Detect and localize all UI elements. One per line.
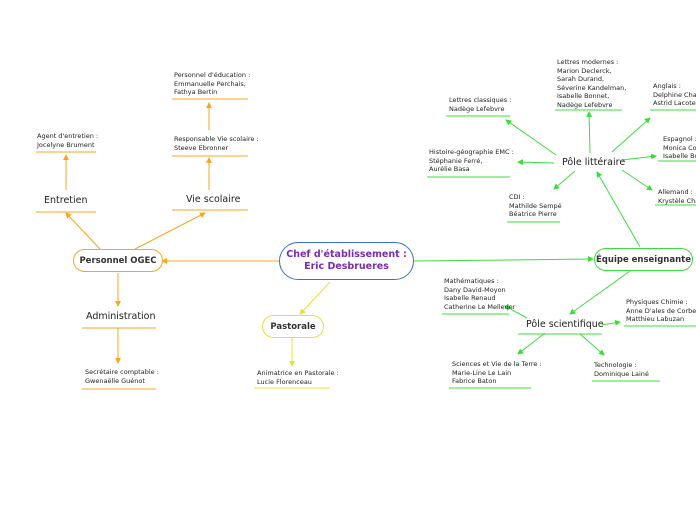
link-lit-histoire [517, 159, 555, 166]
text-line: Personnel d'éducation : [174, 71, 251, 79]
node-lettres-modernes[interactable]: Lettres modernes : Marion Declerck, Sara… [557, 58, 626, 110]
text-line: Animatrice en Pastorale : [257, 369, 339, 377]
text-line: Lettres modernes : [557, 58, 619, 66]
text-line: Nadège Lefebvre [557, 100, 613, 109]
link-lit-modernes [586, 111, 593, 154]
text-line: Isabelle Bo [663, 152, 696, 161]
node-secretaire[interactable]: Secrétaire comptable : Gwenaëlle Guénot [85, 368, 159, 385]
text-line: Stéphanie Ferré, [429, 156, 483, 165]
node-equipe-label: Équipe enseignante [596, 254, 691, 265]
text-line: CDI : [509, 193, 525, 201]
node-histoire-geographie[interactable]: Histoire-géographie EMC : Stéphanie Ferr… [429, 148, 514, 174]
text-line: Dany David-Moyon [444, 285, 506, 294]
link-lit-classiques [505, 119, 557, 156]
node-personnel-education[interactable]: Personnel d'éducation : Emmanuelle Perch… [174, 71, 250, 97]
text-line: Catherine Le Melleder [444, 302, 516, 311]
text-line: Secrétaire comptable : [85, 368, 159, 376]
text-line: Technologie : [594, 361, 637, 369]
link-sci-physique [601, 319, 621, 326]
node-lettres-classiques[interactable]: Lettres classiques : Nadège Lefebvre [449, 96, 511, 113]
text-line: Aurélie Basa [429, 165, 470, 174]
node-svt[interactable]: Sciences et Vie de la Terre : Marie-Line… [452, 360, 542, 386]
text-line: Béatrice Pierre [509, 210, 557, 219]
text-line: Anne D'ales de Corbet [626, 306, 696, 315]
node-pole-litteraire[interactable]: Pôle littéraire [562, 157, 626, 168]
link-equipe-scientifique [569, 270, 631, 315]
text-line: Allemand : [658, 188, 693, 196]
node-vie-scolaire[interactable]: Vie scolaire [186, 194, 241, 205]
text-line: Sciences et Vie de la Terre : [452, 360, 542, 368]
link-equipe-litteraire [596, 171, 641, 248]
node-technologie[interactable]: Technologie : Dominique Lainé [594, 361, 649, 378]
text-line: Astrid Lacote [653, 99, 696, 108]
text-line: Espagnol : [663, 135, 696, 143]
node-anglais[interactable]: Anglais : Delphine Charami Astrid Lacote [653, 82, 696, 108]
text-line: Emmanuelle Perchais, [174, 79, 246, 88]
link-lit-anglais [611, 117, 651, 153]
text-line: Jocelyne Brument [37, 140, 95, 149]
link-ogec-viescolaire [134, 212, 206, 250]
link-lit-cdi [553, 170, 576, 190]
text-line: Isabelle Renaud [444, 294, 496, 303]
text-line: Steeve Ebronner [174, 143, 229, 152]
node-agent-entretien[interactable]: Agent d'entretien : Jocelyne Brument [37, 132, 98, 149]
node-pastorale-label: Pastorale [270, 321, 316, 332]
text-line: Marion Declerck, [557, 66, 612, 75]
node-physique-chimie[interactable]: Physiques Chimie : Anne D'ales de Corbet… [626, 298, 696, 324]
text-line: Krystèle Chau [658, 196, 696, 205]
node-personnel-ogec[interactable]: Personnel OGEC [73, 249, 163, 272]
link-sci-svt [517, 332, 546, 355]
node-animatrice[interactable]: Animatrice en Pastorale : Lucie Florence… [257, 369, 339, 386]
node-administration[interactable]: Administration [86, 311, 156, 322]
text-line: Histoire-géographie EMC : [429, 148, 514, 156]
text-line: Mathilde Sempé [509, 201, 562, 210]
text-line: Marie-Line Le Lain [452, 368, 512, 377]
link-ogec-entretien [65, 212, 101, 250]
root-title: Chef d'établissement : [286, 249, 407, 260]
text-line: Nadège Lefebvre [449, 104, 505, 113]
node-entretien[interactable]: Entretien [44, 195, 88, 206]
text-line: Responsable Vie scolaire : [174, 135, 259, 143]
text-line: Séverine Kandelman, [557, 83, 627, 92]
text-line: Fathya Bertin [174, 88, 218, 97]
text-line: Lettres classiques : [449, 96, 512, 104]
link-lit-espagnol [621, 153, 657, 161]
node-mathematiques[interactable]: Mathématiques : Dany David-Moyon Isabell… [444, 277, 515, 311]
text-line: Mathématiques : [444, 277, 499, 285]
text-line: Isabelle Bonnet, [557, 92, 610, 101]
link-root-equipe [413, 256, 594, 263]
link-sci-techno [579, 333, 605, 356]
text-line: Delphine Charami [653, 90, 696, 99]
link-sci-maths [504, 305, 528, 319]
root-node-chef-etablissement[interactable]: Chef d'établissement : Eric Desbrueres [279, 242, 414, 280]
node-pole-scientifique[interactable]: Pôle scientifique [526, 319, 604, 330]
node-personnel-ogec-label: Personnel OGEC [79, 255, 157, 266]
node-cdi[interactable]: CDI : Mathilde Sempé Béatrice Pierre [509, 193, 562, 219]
text-line: Matthieu Labuzan [626, 315, 685, 324]
text-line: Lucie Florenceau [257, 377, 312, 386]
text-line: Monica Corr [663, 143, 696, 152]
text-line: Sarah Durand, [557, 75, 605, 84]
text-line: Gwenaëlle Guénot [85, 376, 145, 385]
node-responsable-vie-scolaire[interactable]: Responsable Vie scolaire : Steeve Ebronn… [174, 135, 259, 152]
link-lit-allemand [621, 169, 653, 191]
text-line: Dominique Lainé [594, 369, 649, 378]
node-equipe-enseignante[interactable]: Équipe enseignante [594, 248, 693, 271]
text-line: Anglais : [653, 82, 681, 90]
node-espagnol[interactable]: Espagnol : Monica Corr Isabelle Bo [663, 135, 696, 161]
node-allemand[interactable]: Allemand : Krystèle Chau [658, 188, 696, 205]
link-root-pastorale [299, 281, 331, 315]
text-line: Physiques Chimie : [626, 298, 688, 306]
text-line: Agent d'entretien : [37, 132, 99, 140]
node-pastorale[interactable]: Pastorale [262, 315, 324, 338]
text-line: Fabrice Baton [452, 377, 497, 386]
root-name: Eric Desbrueres [304, 261, 389, 272]
